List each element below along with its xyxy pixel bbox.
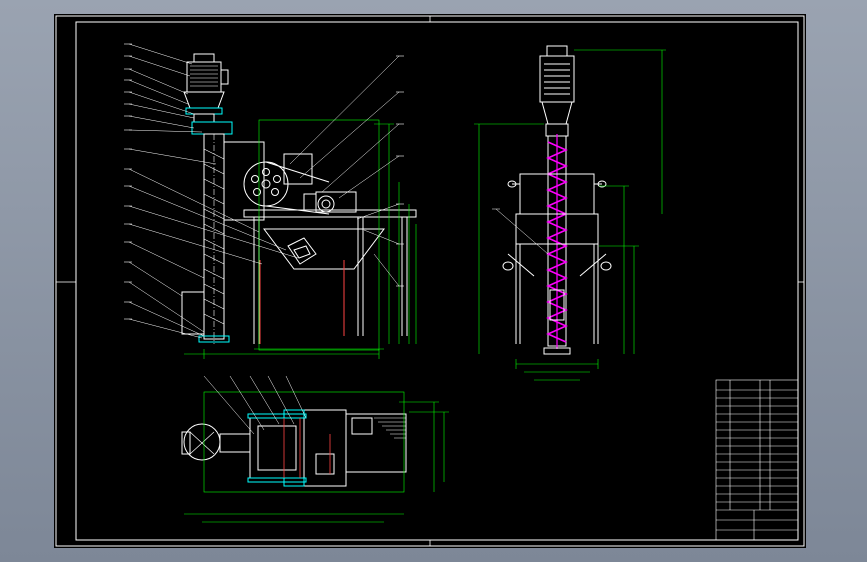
side-leader	[492, 208, 549, 255]
belt-drive-icon	[243, 153, 330, 215]
hopper-icon	[287, 237, 317, 265]
front-view	[124, 43, 417, 359]
screw-conveyor-icon	[198, 133, 230, 344]
side-motor-icon	[539, 45, 575, 137]
top-leaders	[203, 375, 307, 435]
top-dimensions	[184, 391, 449, 523]
top-motor-icon	[181, 423, 251, 461]
top-flanges-cyan	[247, 409, 307, 487]
top-view	[181, 375, 449, 523]
assembly-drawing	[55, 15, 805, 547]
front-balloon-ticks	[124, 43, 404, 320]
drawing-sheet	[54, 14, 806, 548]
inner-frame	[75, 21, 799, 541]
support-frame	[223, 141, 417, 344]
top-housing	[249, 409, 407, 487]
inlet-hopper	[181, 291, 205, 335]
frame-legs-red	[259, 260, 345, 344]
title-block-icon	[715, 379, 799, 541]
outer-frame	[55, 15, 805, 547]
side-frame	[502, 173, 612, 355]
side-view	[474, 45, 666, 381]
motor-icon	[186, 53, 229, 93]
side-screw-conveyor-icon	[546, 134, 568, 349]
centering-marks	[56, 16, 804, 546]
front-dimensions	[184, 119, 417, 359]
side-dimensions	[474, 49, 666, 381]
top-hidden-lines	[283, 418, 331, 478]
front-leaders	[128, 43, 400, 339]
drive-motor-icon	[303, 191, 357, 213]
